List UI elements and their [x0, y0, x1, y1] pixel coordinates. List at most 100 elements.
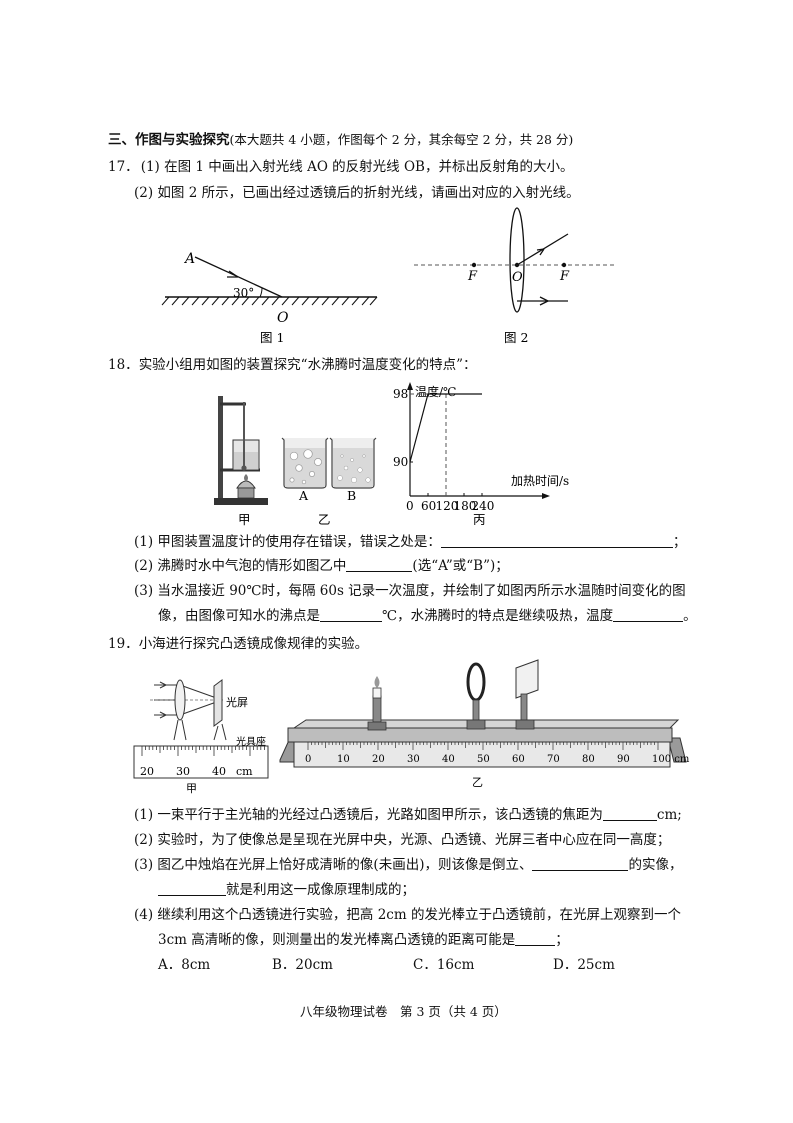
q17-part1: 17．(1) 在图 1 中画出入射光线 AO 的反射光线 OB，并标出反射角的大…: [108, 158, 573, 176]
bench-tick-label: 10: [337, 754, 350, 765]
q19-number: 19．: [108, 636, 139, 652]
point-a-label: A: [183, 251, 195, 267]
q19-part3-line2: 就是利用这一成像原理制成的；: [158, 881, 415, 899]
answer-blank-19-3a[interactable]: [532, 856, 629, 871]
figure-jia-focal-length: 光屏 光具座 20 30 40 cm 甲: [133, 679, 269, 795]
q18-p2-end: (选“A”或“B”)；: [412, 558, 509, 574]
answer-blank-18-2[interactable]: [346, 557, 413, 572]
bench-tick-label: 70: [547, 754, 560, 765]
light-screen-yi: [515, 659, 539, 730]
q19-p1-label: (1): [134, 807, 154, 823]
q18-part3-line2: 像，由图像可知水的沸点是℃，水沸腾时的特点是继续吸热，温度。: [158, 607, 697, 625]
q19-p3-text-a: 图乙中烛焰在光屏上恰好成清晰的像(未画出)，则该像是倒立、: [157, 857, 533, 873]
q17-part2: (2) 如图 2 所示，已画出经过透镜后的折射光线，请画出对应的入射光线。: [134, 184, 580, 202]
focus-left-label: F: [467, 269, 478, 284]
q18-p3-end: 。: [683, 608, 697, 624]
focus-right-dot: [561, 262, 567, 268]
x-tick-label: 240: [472, 499, 495, 513]
lens-and-screen-holders: [173, 719, 227, 741]
convex-lens-yi: [466, 662, 486, 730]
beaker-b: [329, 437, 377, 489]
q18-part2: (2) 沸腾时水中气泡的情形如图乙中 (选“A”或“B”)；: [134, 557, 509, 575]
refracted-ray-lower-arrow: [539, 296, 549, 306]
option-b-letter: B．: [272, 957, 296, 973]
q19-p2-label: (2): [134, 832, 154, 848]
figure-bing-caption: 丙: [473, 512, 486, 527]
q19-p3-text-a-end: 的实像，: [628, 857, 683, 873]
q19-p2-text: 实验时，为了使像总是呈现在光屏中央，光源、凸透镜、光屏三者中心应在同一高度；: [157, 832, 671, 848]
q17-p2-text: 如图 2 所示，已画出经过透镜后的折射光线，请画出对应的入射光线。: [157, 185, 580, 201]
alcohol-lamp-body: [236, 480, 256, 489]
figure-yi-caption: 乙: [318, 512, 331, 527]
y-axis-arrow: [407, 382, 413, 390]
bench-rail: [287, 727, 673, 743]
x-axis-arrow: [542, 493, 550, 499]
ruler-jia: [133, 745, 269, 779]
q19-p1-end: cm;: [656, 807, 682, 823]
x-tick-label: 120: [436, 499, 459, 513]
bench-tick-label: 40: [442, 754, 455, 765]
q18-stem-text: 实验小组用如图的装置探究“水沸腾时温度变化的特点”：: [138, 357, 477, 373]
x-axis-label: 加热时间/s: [511, 474, 569, 488]
q17-p1-text: 在图 1 中画出入射光线 AO 的反射光线 OB，并标出反射角的大小。: [164, 159, 574, 175]
beaker-b-label: B: [347, 488, 356, 503]
q19-option-b[interactable]: B．20cm: [272, 956, 333, 974]
ray-arrows: [159, 681, 167, 719]
q19-stem: 19．小海进行探究凸透镜成像规律的实验。: [108, 635, 368, 653]
answer-blank-19-3b[interactable]: [158, 881, 226, 896]
bench-tick-label: 100 cm: [652, 754, 690, 765]
q19-option-c[interactable]: C．16cm: [413, 956, 474, 974]
q17-p1-label: (1): [140, 159, 160, 175]
q18-p2-label: (2): [134, 558, 154, 574]
q18-p2-text: 沸腾时水中气泡的情形如图乙中: [157, 558, 347, 574]
answer-blank-19-1[interactable]: [602, 806, 657, 821]
bench-tick-label: 90: [617, 754, 630, 765]
q19-part3-line1: (3) 图乙中烛焰在光屏上恰好成清晰的像(未画出)，则该像是倒立、 的实像，: [134, 856, 682, 874]
q19-option-a[interactable]: A．8cm: [158, 956, 210, 974]
y-tick-label: 90: [393, 455, 408, 469]
q18-p1-text: 甲图装置温度计的使用存在错误，错误之处是：: [157, 534, 441, 550]
bench-scale-ticks: [307, 742, 659, 750]
angle-arc: [259, 287, 263, 298]
bench-scale: [293, 741, 671, 768]
bench-tick-label: 60: [512, 754, 525, 765]
q19-p3-label: (3): [134, 857, 154, 873]
ruler-jia-ticks: [141, 746, 265, 756]
q18-number: 18．: [108, 357, 139, 373]
q19-option-d[interactable]: D．25cm: [553, 956, 615, 974]
figure-yi-caption-q19: 乙: [472, 776, 483, 789]
x-tick-label: 60: [421, 499, 436, 513]
answer-blank-18-3a[interactable]: [320, 607, 382, 622]
convex-lens: [509, 207, 525, 313]
q19-stem-text: 小海进行探究凸透镜成像规律的实验。: [138, 636, 369, 652]
q18-part3-line1: (3) 当水温接近 90℃时，每隔 60s 记录一次温度，并绘制了如图丙所示水温…: [134, 582, 686, 600]
figure-1-mirror: A 30° O 图 1: [161, 251, 378, 345]
answer-blank-18-3b[interactable]: [613, 607, 684, 622]
bench-tick-label: 20: [372, 754, 385, 765]
series-line: [409, 393, 482, 463]
q19-p4-text-a: 继续利用这个凸透镜进行实验，把高 2cm 的发光棒立于凸透镜前，在光屏上观察到一…: [157, 907, 681, 923]
bench-label: 光具座: [236, 735, 266, 748]
option-c-letter: C．: [413, 957, 437, 973]
focus-left-dot: [471, 262, 477, 268]
figure-jia-caption-q19: 甲: [186, 782, 197, 795]
figure-2-lens: F O F 图 2: [414, 207, 614, 345]
option-a-text: 8cm: [181, 957, 211, 973]
x-tick-label: 180: [454, 499, 477, 513]
screen-label: 光屏: [226, 695, 248, 709]
incident-ray-arrow: [227, 270, 239, 278]
apparatus-jia: 甲: [214, 396, 268, 527]
q18-p3-text-b: 像，由图像可知水的沸点是: [158, 608, 320, 624]
option-c-text: 16cm: [436, 957, 475, 973]
optical-center-label: O: [512, 270, 523, 285]
bench-tick-label: 30: [407, 754, 420, 765]
answer-blank-18-1[interactable]: [440, 533, 673, 548]
ruler-jia-tick-40: 40: [212, 765, 226, 778]
answer-blank-19-4[interactable]: [515, 931, 556, 946]
option-a-letter: A．: [158, 957, 182, 973]
thermometer-bulb: [241, 465, 247, 471]
figure-1-caption: 图 1: [260, 330, 284, 345]
convex-lens-jia: [174, 679, 186, 721]
